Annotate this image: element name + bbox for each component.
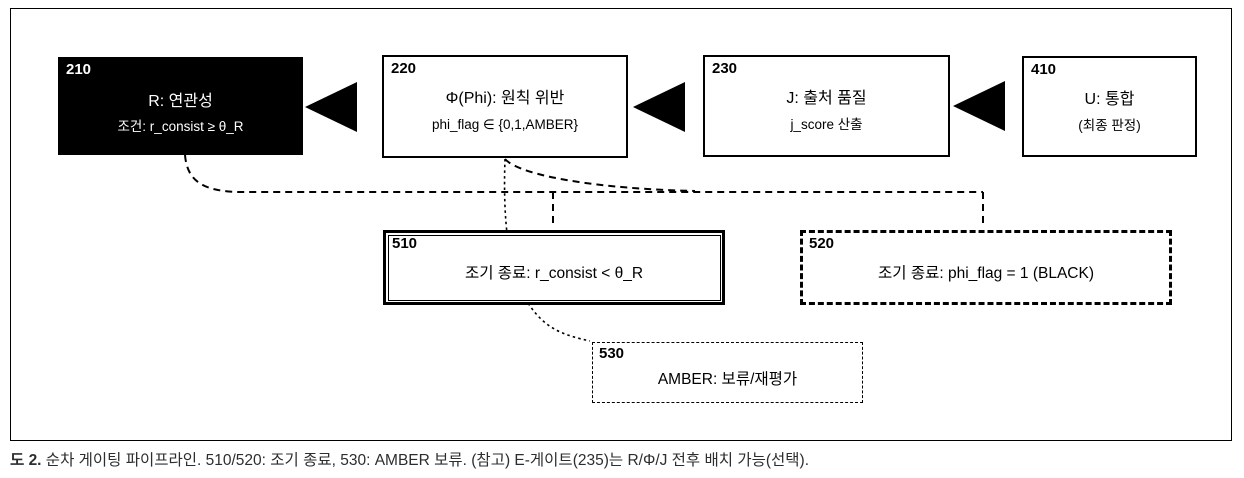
figure-caption: 도 2. 순차 게이팅 파이프라인. 510/520: 조기 종료, 530: … <box>10 451 1235 471</box>
outcome-text: 조기 종료: phi_flag = 1 (BLACK) <box>878 265 1094 282</box>
stage-title: R: 연관성 <box>148 93 213 110</box>
stage-subtitle: j_score 산출 <box>790 117 863 132</box>
ref-number: 520 <box>809 235 835 252</box>
stage-box-220-phi: 220 Φ(Phi): 원칙 위반 phi_flag ∈ {0,1,AMBER} <box>382 55 628 158</box>
stage-subtitle: (최종 판정) <box>1078 118 1141 133</box>
outcome-box-530-amber-hold: 530 AMBER: 보류/재평가 <box>592 342 863 403</box>
stage-box-210-relevance: 210 R: 연관성 조건: r_consist ≥ θ_R <box>58 57 303 155</box>
figure-caption-label: 도 2. <box>10 452 42 469</box>
ref-number: 510 <box>392 235 418 252</box>
ref-number: 410 <box>1031 61 1057 78</box>
stage-title: Φ(Phi): 원칙 위반 <box>445 90 565 107</box>
figure-caption-text: 순차 게이팅 파이프라인. 510/520: 조기 종료, 530: AMBER… <box>41 452 810 469</box>
stage-box-230-source-quality: 230 J: 출처 품질 j_score 산출 <box>703 55 950 157</box>
outcome-text: AMBER: 보류/재평가 <box>657 371 798 388</box>
double-border-inner <box>387 234 721 301</box>
outcome-box-520-early-exit-phi: 520 조기 종료: phi_flag = 1 (BLACK) <box>800 230 1172 305</box>
stage-subtitle: 조건: r_consist ≥ θ_R <box>117 119 244 134</box>
stage-title: U: 통합 <box>1084 91 1135 108</box>
stage-title: J: 출처 품질 <box>786 90 867 107</box>
outcome-box-510-early-exit-r: 510 조기 종료: r_consist < θ_R <box>383 230 725 305</box>
ref-number: 220 <box>391 60 417 77</box>
stage-box-410-integration: 410 U: 통합 (최종 판정) <box>1022 56 1197 157</box>
ref-number: 230 <box>712 60 738 77</box>
ref-number: 530 <box>599 345 625 362</box>
outcome-text: 조기 종료: r_consist < θ_R <box>464 265 644 282</box>
stage-subtitle: phi_flag ∈ {0,1,AMBER} <box>431 117 579 132</box>
ref-number: 210 <box>66 61 92 78</box>
